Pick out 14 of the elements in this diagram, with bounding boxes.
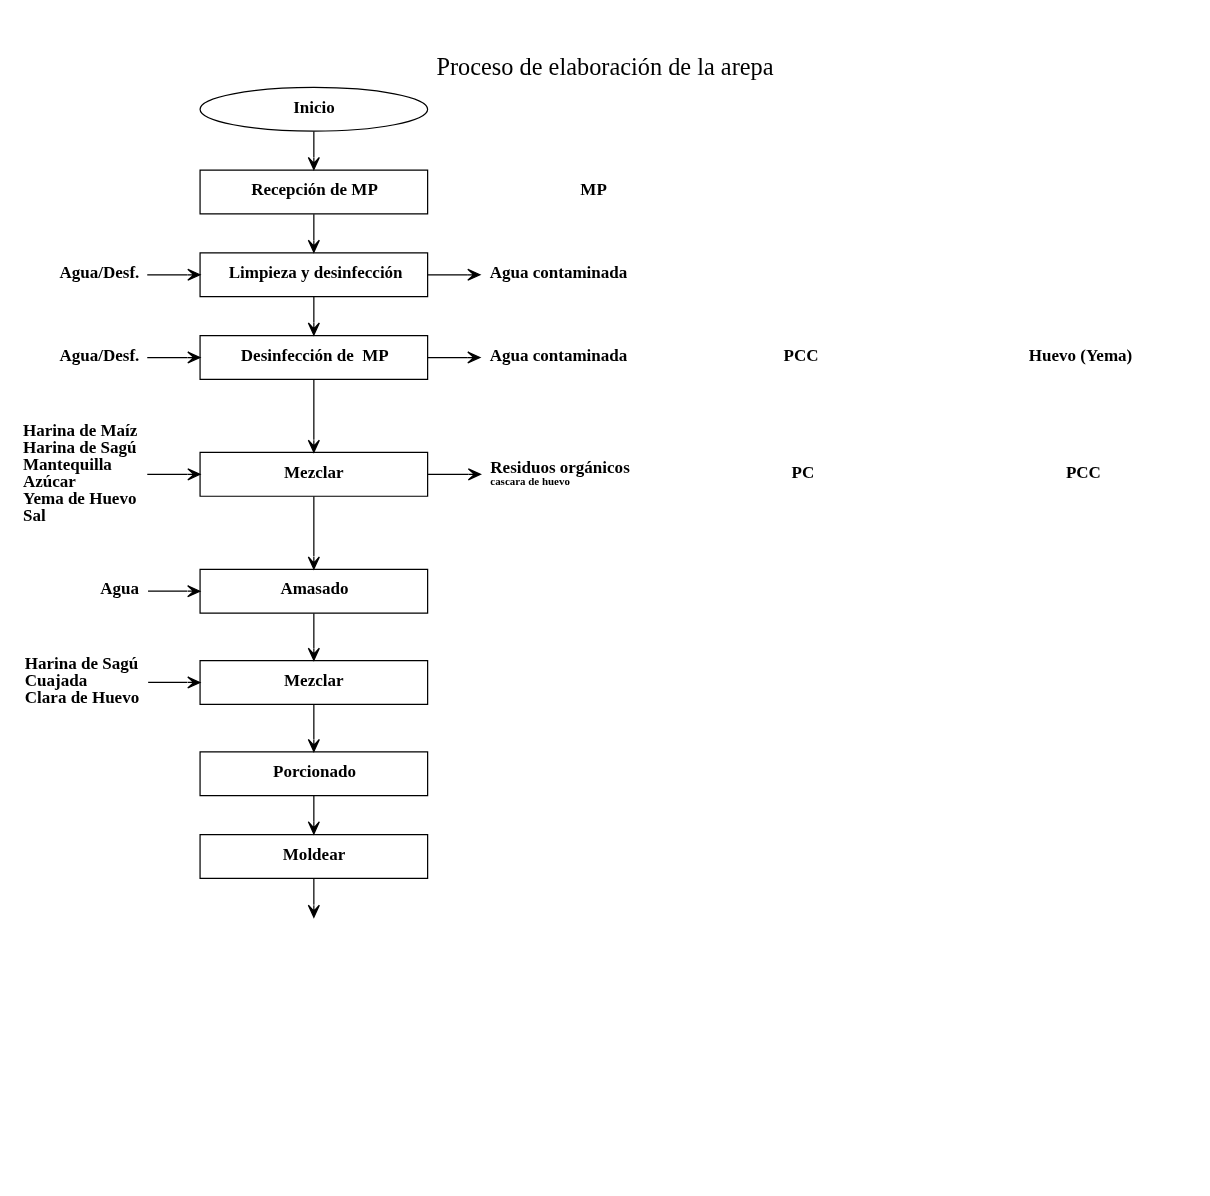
label: PCC (783, 345, 819, 365)
node-text: Agua/Desf. (59, 345, 140, 365)
node-text: Harina de Sagú Cuajada Clara de Huevo (24, 654, 140, 708)
node-text: Agua contaminada (489, 345, 628, 365)
node-text: Agua contaminada (489, 263, 628, 283)
label: PC (791, 462, 815, 482)
label: MP (580, 180, 607, 200)
label: Huevo (Yema) (1028, 345, 1133, 365)
diagram-title: Proceso de elaboración de la arepa (436, 53, 774, 81)
label: PCC (1065, 462, 1101, 482)
node-text: Agua/Desf. (59, 263, 140, 283)
node-text: Harina de Maíz Harina de Sagú Mantequilla Azúcar Yema de Huevo Sal (23, 420, 138, 525)
node-text: Residuos orgánicos cascara de huevo (490, 457, 630, 487)
node-text: Agua (100, 579, 140, 599)
